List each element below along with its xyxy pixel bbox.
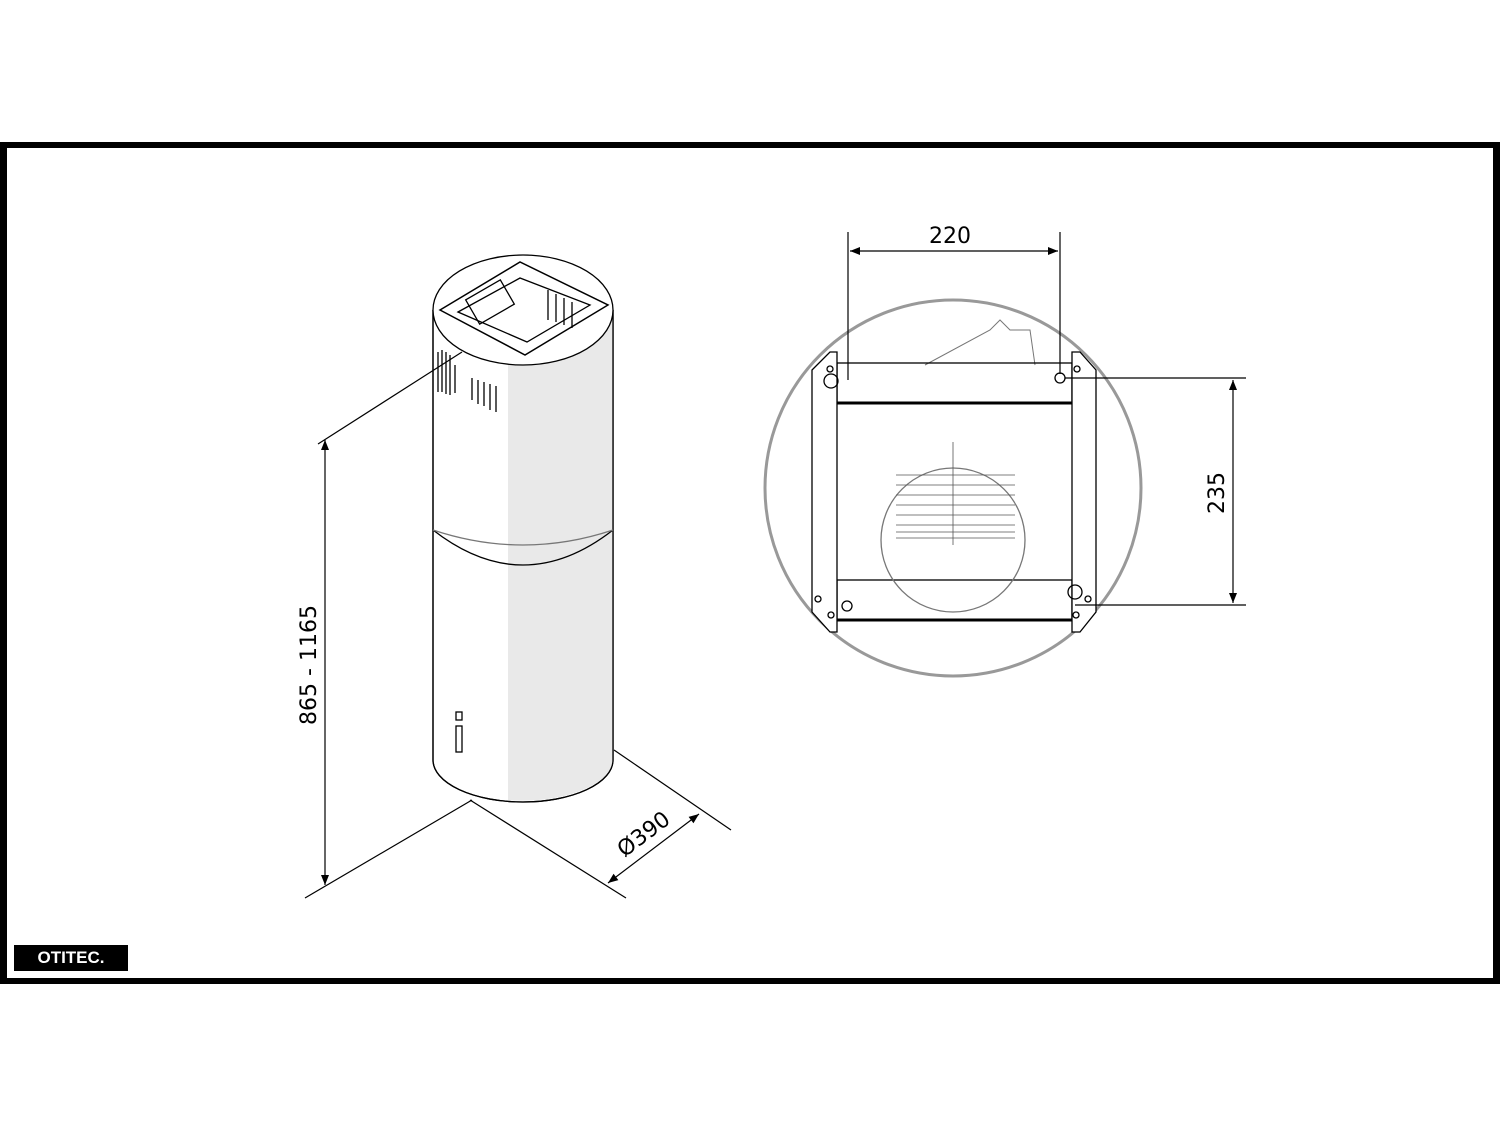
diameter-dimension	[469, 749, 732, 899]
height-dimension	[304, 351, 473, 899]
depth-label: 235	[1205, 472, 1230, 514]
width-dimension	[847, 232, 1061, 380]
top-view	[763, 298, 1143, 678]
drawing-frame	[0, 142, 1500, 984]
depth-dimension	[1065, 377, 1246, 606]
cylinder-hood-side-view	[432, 254, 614, 803]
height-label: 865 - 1165	[297, 605, 322, 725]
width-label: 220	[929, 224, 971, 249]
brand-logo: OTITEC.	[14, 945, 128, 971]
diameter-label: Ø390	[613, 807, 675, 863]
